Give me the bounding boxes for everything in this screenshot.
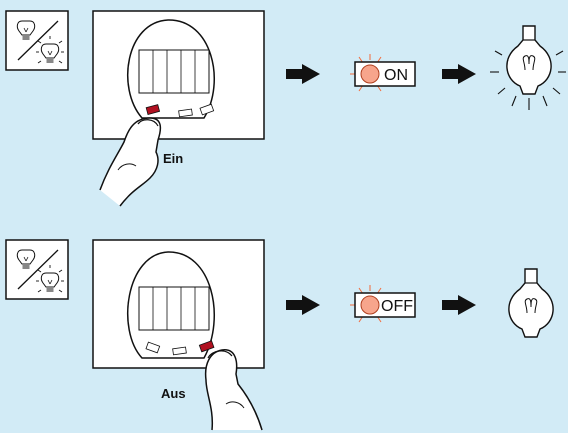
bottom-arrow-icon-1 xyxy=(286,295,320,315)
bottom-led-icon xyxy=(360,295,380,315)
top-light-bulb-icon xyxy=(490,25,566,110)
bottom-caption: Aus xyxy=(161,386,186,401)
top-state-text: ON xyxy=(384,67,408,84)
top-arrow-icon-2 xyxy=(442,64,476,84)
top-led-icon xyxy=(360,64,380,84)
bottom-state-indicator: OFF xyxy=(350,285,416,323)
bottom-motion-sensor-icon xyxy=(126,251,216,359)
bottom-lamp-pair-icon xyxy=(6,240,68,299)
top-finger-press-icon xyxy=(99,117,162,207)
bottom-state-text: OFF xyxy=(381,298,413,315)
top-panel: Ein ON xyxy=(6,10,566,207)
bottom-panel: Aus OFF xyxy=(6,239,554,431)
bottom-finger-press-icon xyxy=(204,349,263,431)
bottom-arrow-icon-2 xyxy=(442,295,476,315)
top-motion-sensor-icon xyxy=(126,19,216,119)
bottom-light-bulb-icon xyxy=(508,268,554,338)
top-arrow-icon-1 xyxy=(286,64,320,84)
top-state-indicator: ON xyxy=(350,54,416,92)
top-lamp-pair-icon xyxy=(6,11,68,70)
top-caption: Ein xyxy=(163,151,183,166)
